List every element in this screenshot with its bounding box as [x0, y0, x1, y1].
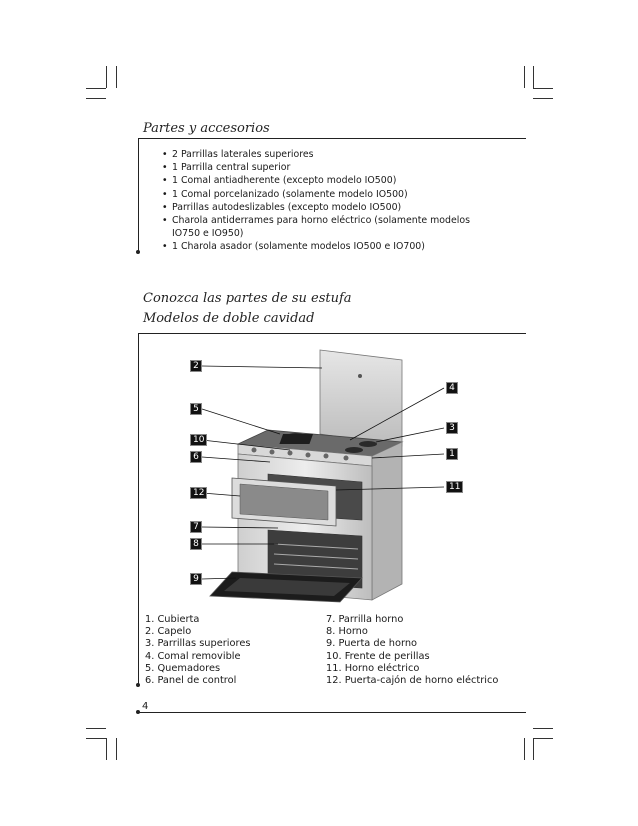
- part-item: 8. Horno: [326, 626, 368, 638]
- parts-list-right: 7. Parrilla horno 8. Horno 9. Puerta de …: [326, 614, 498, 687]
- callout-3: 3: [446, 422, 458, 434]
- footer-rule: [138, 712, 526, 713]
- callout-12: 12: [190, 487, 208, 499]
- part-item: 5. Quemadores: [145, 662, 221, 674]
- stove-illustration: [201, 349, 445, 603]
- accessories-title: Partes y accesorios: [143, 121, 270, 136]
- accessory-item: 1 Parrilla central superior: [162, 161, 492, 174]
- part-item: 1. Cubierta: [145, 614, 200, 625]
- accessory-item: 1 Comal antiadherente (excepto modelo IO…: [162, 174, 492, 187]
- callout-8: 8: [190, 538, 202, 550]
- rule-dot: [136, 250, 140, 254]
- accessory-item: Parrillas autodeslizables (excepto model…: [162, 201, 492, 214]
- parts-title: Conozca las partes de su estufa: [143, 291, 352, 306]
- crop-mark: [524, 66, 525, 88]
- crop-mark: [533, 66, 534, 88]
- part-item: 7. Parrilla horno: [326, 614, 404, 625]
- part-item: 11. Horno eléctrico: [326, 662, 420, 674]
- crop-mark: [86, 738, 106, 739]
- crop-mark: [86, 88, 106, 89]
- callout-1: 1: [446, 448, 458, 460]
- page-number: 4: [142, 701, 149, 712]
- accessories-left-rule: [138, 138, 139, 252]
- part-item: 2. Capelo: [145, 626, 192, 638]
- part-item: 6. Panel de control: [145, 675, 237, 687]
- parts-left-rule: [138, 333, 139, 685]
- rule-dot: [136, 683, 140, 687]
- accessories-top-rule: [138, 138, 526, 139]
- callout-10: 10: [190, 434, 208, 446]
- part-item: 12. Puerta-cajón de horno eléctrico: [326, 675, 499, 687]
- callout-11: 11: [446, 481, 464, 493]
- accessory-item: 1 Charola asador (solamente modelos IO50…: [162, 240, 492, 253]
- stove-diagram: 2 4 5 3 10 1 6 11 12 7 8 9: [140, 338, 480, 608]
- accessory-item: 2 Parrillas laterales superiores: [162, 148, 492, 161]
- part-item: 3. Parrillas superiores: [145, 638, 251, 650]
- part-item: 4. Comal removible: [145, 650, 241, 662]
- rule-dot: [136, 710, 140, 714]
- parts-list-left: 1. Cubierta 2. Capelo 3. Parrillas super…: [145, 614, 250, 687]
- crop-mark: [533, 88, 553, 89]
- callout-4: 4: [446, 382, 458, 394]
- callout-9: 9: [190, 573, 202, 585]
- crop-mark: [533, 728, 553, 729]
- callout-5: 5: [190, 403, 202, 415]
- crop-mark: [106, 738, 107, 760]
- crop-mark: [116, 738, 117, 760]
- crop-mark: [106, 66, 107, 88]
- callout-7: 7: [190, 521, 202, 533]
- callout-2: 2: [190, 360, 202, 372]
- part-item: 10. Frente de perillas: [326, 650, 430, 662]
- crop-mark: [533, 738, 553, 739]
- accessory-item: Charola antiderrames para horno eléctric…: [162, 214, 492, 240]
- crop-mark: [524, 738, 525, 760]
- crop-mark: [86, 98, 106, 99]
- accessories-list: 2 Parrillas laterales superiores 1 Parri…: [162, 148, 492, 254]
- part-item: 9. Puerta de horno: [326, 638, 418, 650]
- crop-mark: [533, 98, 553, 99]
- parts-subtitle: Modelos de doble cavidad: [143, 311, 315, 326]
- parts-top-rule: [138, 333, 526, 334]
- accessory-item: 1 Comal porcelanizado (solamente modelo …: [162, 188, 492, 201]
- crop-mark: [533, 738, 534, 760]
- callout-6: 6: [190, 451, 202, 463]
- crop-mark: [116, 66, 117, 88]
- crop-mark: [86, 728, 106, 729]
